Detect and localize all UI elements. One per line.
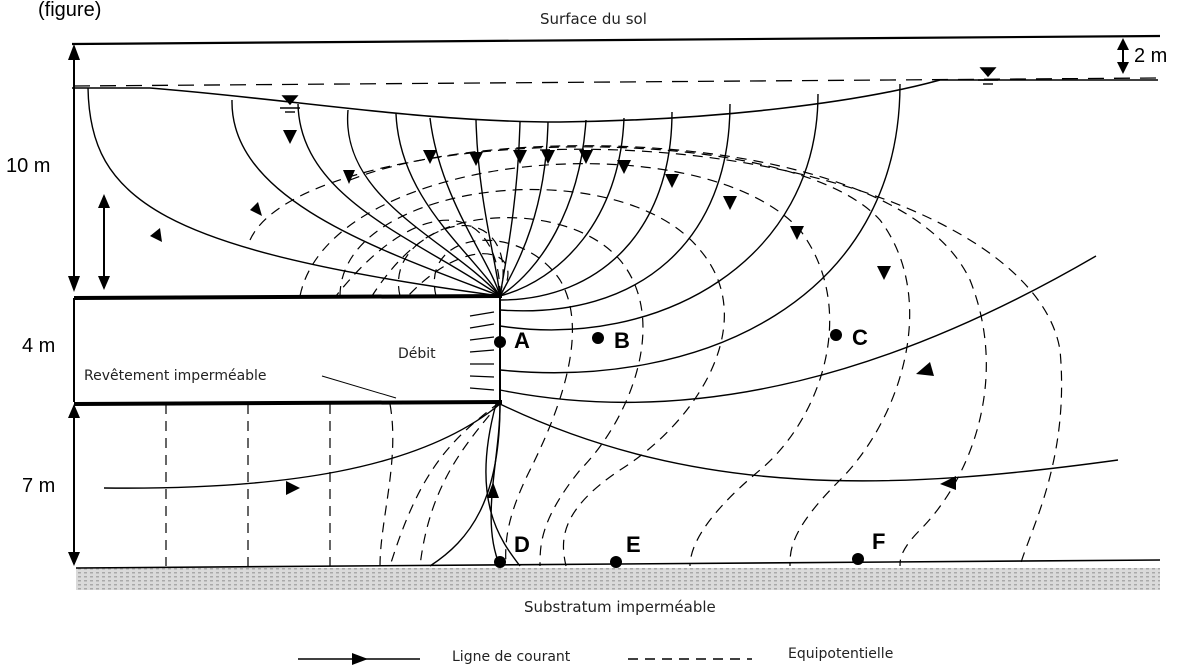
point-label-c: C: [852, 325, 868, 350]
debit-label: Débit: [398, 346, 436, 362]
dimension-inner: [98, 194, 110, 290]
depth-10m-label: 10 m: [6, 155, 50, 177]
lining-leader: [321, 375, 397, 399]
inflow-arrows: [469, 311, 495, 391]
depth-7m-label: 7 m: [22, 475, 55, 497]
depth-4m-label: 4 m: [22, 335, 55, 357]
streamlines: [87, 83, 1119, 567]
point-label-e: E: [626, 532, 641, 557]
point-label-a: A: [514, 328, 530, 353]
point-c-marker: [830, 329, 842, 341]
legend: Ligne de courant Equipotentielle: [298, 646, 893, 665]
point-a-marker: [494, 336, 506, 348]
legend-streamline-label: Ligne de courant: [452, 649, 571, 665]
streamline-arrowheads: [150, 130, 956, 498]
dimension-7m: [68, 404, 80, 566]
point-d-marker: [494, 556, 506, 568]
dimension-2m: [1117, 38, 1129, 74]
impermeable-lining: [73, 294, 503, 406]
point-label-b: B: [614, 328, 630, 353]
point-label-d: D: [514, 532, 530, 557]
point-e-marker: [610, 556, 622, 568]
surface-label: Surface du sol: [540, 10, 647, 28]
water-table-symbol-icon: [978, 67, 998, 85]
point-f-marker: [852, 553, 864, 565]
substratum-label: Substratum imperméable: [524, 598, 716, 616]
header-fragment: (figure): [38, 0, 101, 21]
ground-surface: [71, 34, 1161, 46]
water-table: [72, 77, 1159, 123]
legend-equipotential-label: Equipotentielle: [788, 646, 893, 662]
water-table-symbol-icon: [280, 95, 300, 113]
point-b-marker: [592, 332, 604, 344]
measurement-points: [494, 329, 864, 568]
depth-2m-label: 2 m: [1134, 45, 1167, 67]
point-label-f: F: [872, 529, 885, 554]
lining-label: Revêtement imperméable: [84, 368, 267, 384]
legend-streamline-symbol: [298, 653, 420, 665]
equipotential-lines: [165, 145, 1063, 567]
dimension-10m: [68, 44, 80, 292]
